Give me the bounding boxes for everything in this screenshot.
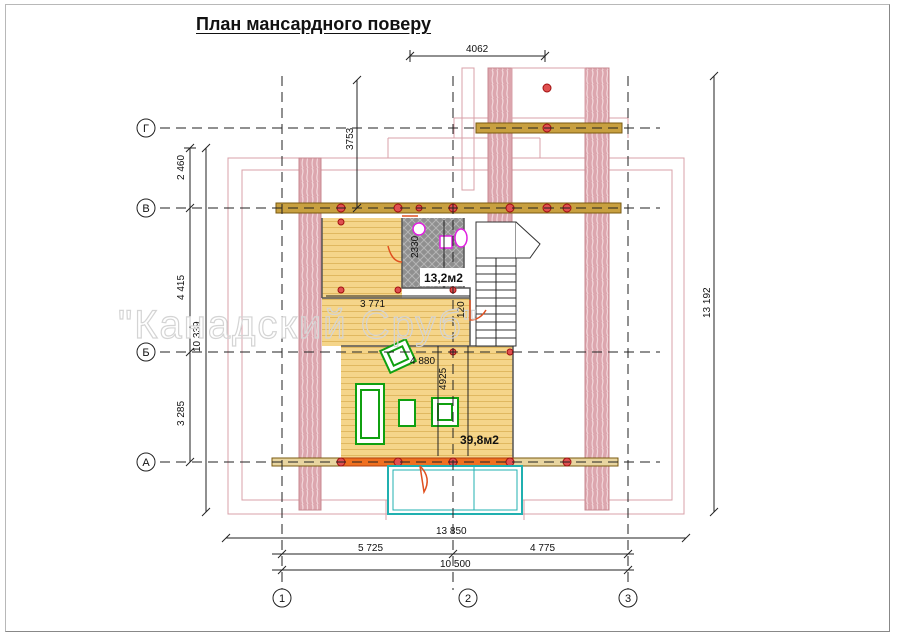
axis-bubble-row-2 <box>136 198 156 218</box>
dimension-labels: 4062 3753 2 460 4 415 10 339 3 285 2330 … <box>176 44 713 570</box>
axis-bubble-col-3 <box>618 588 638 608</box>
furniture <box>355 337 459 445</box>
dim-2330: 2330 <box>410 235 421 258</box>
axis-bubble-col-2 <box>458 588 478 608</box>
dimension-lines <box>184 50 719 575</box>
axis-row-v: В <box>142 203 149 215</box>
axis-bubble-row-3 <box>136 342 156 362</box>
axis-row-a: А <box>142 457 150 469</box>
staircase <box>475 221 541 347</box>
axis-bubbles <box>136 118 638 608</box>
bathroom-area: 13,2м2 <box>424 271 463 285</box>
doors <box>387 215 487 321</box>
dim-4880: 4 880 <box>410 356 435 367</box>
balcony <box>387 465 523 515</box>
dim-4415: 4 415 <box>176 275 187 300</box>
axis-col-3: 3 <box>625 593 631 605</box>
bathroom-fixtures <box>412 222 468 249</box>
axis-col-2: 2 <box>465 593 471 605</box>
watermark: "Канадский Сруб" <box>118 303 479 347</box>
dim-13850: 13 850 <box>436 526 467 537</box>
axis-row-g: Г <box>143 123 149 135</box>
axis-bubble-row-4 <box>136 452 156 472</box>
plan-title: План мансардного поверу <box>196 14 432 34</box>
axis-lines <box>160 76 660 590</box>
axis-bubble-row-1 <box>136 118 156 138</box>
dim-10500: 10 500 <box>440 559 471 570</box>
axis-row-b: Б <box>142 347 149 359</box>
dim-2460: 2 460 <box>176 155 187 180</box>
dim-3753: 3753 <box>345 127 356 150</box>
dim-10339: 10 339 <box>192 321 203 352</box>
dim-3771: 3 771 <box>360 299 385 310</box>
axis-col-1: 1 <box>279 593 285 605</box>
dim-5725: 5 725 <box>358 543 383 554</box>
dim-13192: 13 192 <box>702 287 713 318</box>
room-areas: 13,2м2 39,8м2 <box>420 268 499 447</box>
dim-4925: 4925 <box>438 367 449 390</box>
axis-bubble-col-1 <box>272 588 292 608</box>
dim-4062: 4062 <box>466 44 489 55</box>
hall-area: 39,8м2 <box>460 433 499 447</box>
dim-3285: 3 285 <box>176 401 187 426</box>
sheet-frame <box>5 4 890 632</box>
dim-120: 120 <box>456 301 467 318</box>
axis-labels: Г В Б А 1 2 3 <box>142 123 631 605</box>
dim-4775: 4 775 <box>530 543 555 554</box>
